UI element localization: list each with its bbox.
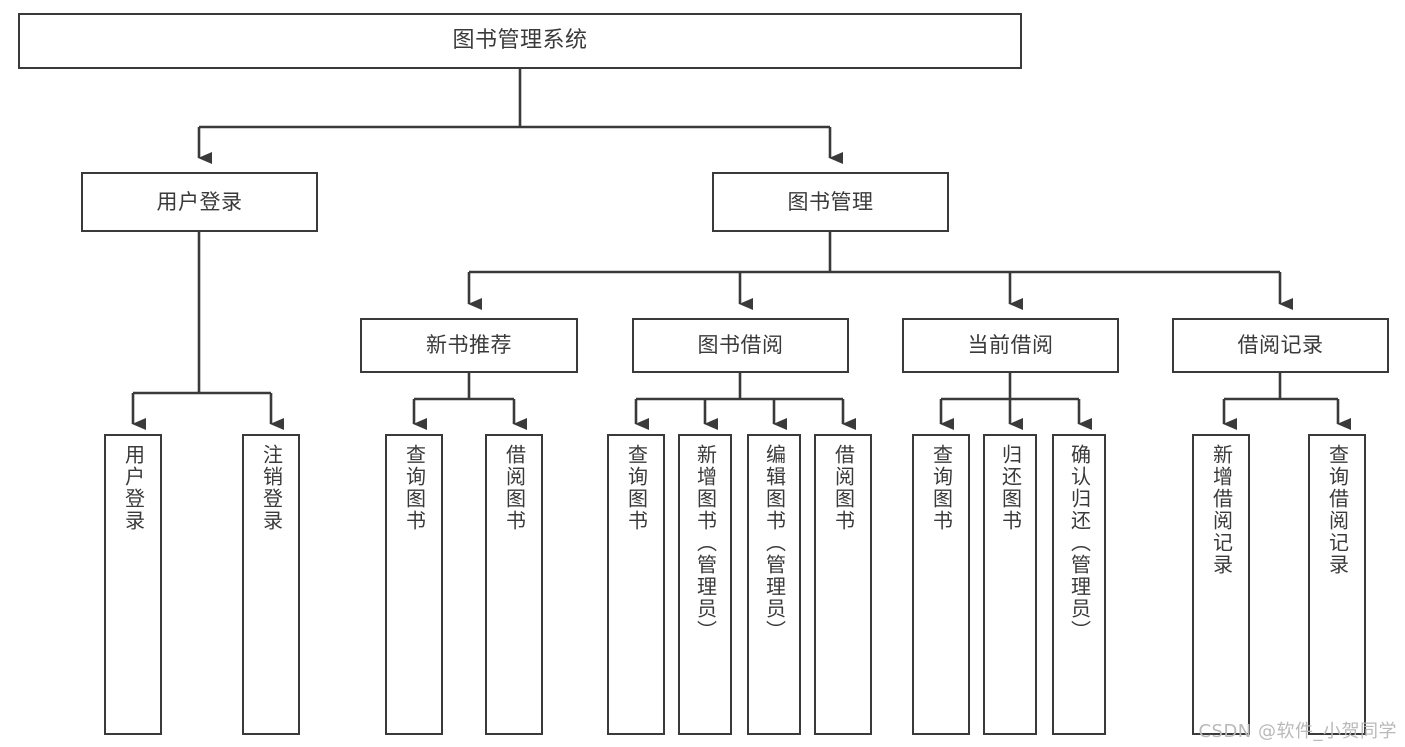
node-leaf-add-record-label: 新增借阅记录	[1209, 444, 1234, 576]
node-root-label: 图书管理系统	[452, 28, 588, 54]
node-leaf-user-login-label: 用户登录	[121, 444, 146, 532]
node-leaf-logout-label: 注销登录	[259, 444, 284, 532]
node-new-book-rec[interactable]: 新书推荐	[360, 318, 578, 373]
node-leaf-query-book-3[interactable]: 查询图书	[912, 434, 970, 735]
node-leaf-borrow-book-1[interactable]: 借阅图书	[485, 434, 543, 735]
node-current-borrow-label: 当前借阅	[967, 333, 1054, 358]
node-user-login-label: 用户登录	[156, 189, 243, 214]
node-borrow-record-label: 借阅记录	[1237, 333, 1324, 358]
node-leaf-query-book-3-label: 查询图书	[929, 444, 954, 532]
node-leaf-confirm-return[interactable]: 确认归还（管理员）	[1052, 434, 1106, 735]
node-leaf-return-book-label: 归还图书	[998, 444, 1023, 532]
node-user-login[interactable]: 用户登录	[81, 172, 318, 232]
node-leaf-borrow-book-2[interactable]: 借阅图书	[814, 434, 872, 735]
node-leaf-add-book-label: 新增图书（管理员）	[693, 444, 718, 642]
node-leaf-query-record[interactable]: 查询借阅记录	[1308, 434, 1366, 735]
node-leaf-confirm-return-label: 确认归还（管理员）	[1067, 444, 1092, 642]
node-leaf-borrow-book-1-label: 借阅图书	[502, 444, 527, 532]
node-leaf-add-record[interactable]: 新增借阅记录	[1192, 434, 1250, 735]
node-leaf-query-book-2[interactable]: 查询图书	[607, 434, 665, 735]
node-leaf-logout[interactable]: 注销登录	[242, 434, 300, 735]
node-leaf-query-record-label: 查询借阅记录	[1325, 444, 1350, 576]
node-leaf-user-login[interactable]: 用户登录	[104, 434, 162, 735]
node-root[interactable]: 图书管理系统	[18, 13, 1022, 69]
node-leaf-return-book[interactable]: 归还图书	[983, 434, 1037, 735]
node-book-borrow-label: 图书借阅	[697, 333, 784, 358]
node-book-manage[interactable]: 图书管理	[712, 172, 949, 232]
node-leaf-query-book-1[interactable]: 查询图书	[385, 434, 443, 735]
node-new-book-rec-label: 新书推荐	[426, 333, 512, 358]
node-leaf-query-book-1-label: 查询图书	[402, 444, 427, 532]
node-leaf-borrow-book-2-label: 借阅图书	[831, 444, 856, 532]
watermark: CSDN @软件_小贺同学	[1198, 721, 1397, 742]
node-leaf-query-book-2-label: 查询图书	[624, 444, 649, 532]
node-leaf-add-book[interactable]: 新增图书（管理员）	[678, 434, 732, 735]
node-leaf-edit-book[interactable]: 编辑图书（管理员）	[747, 434, 801, 735]
node-book-manage-label: 图书管理	[787, 189, 874, 214]
node-book-borrow[interactable]: 图书借阅	[632, 318, 849, 373]
node-current-borrow[interactable]: 当前借阅	[902, 318, 1119, 373]
node-borrow-record[interactable]: 借阅记录	[1172, 318, 1389, 373]
node-leaf-edit-book-label: 编辑图书（管理员）	[762, 444, 787, 642]
